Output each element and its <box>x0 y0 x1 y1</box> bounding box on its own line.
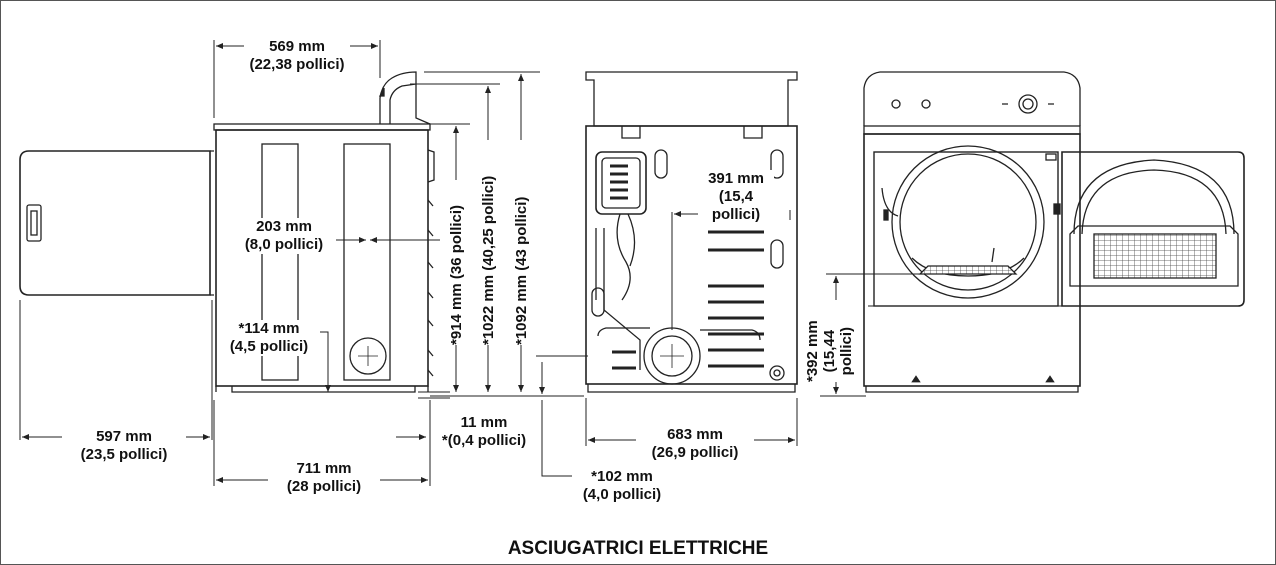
vent-height-side-in: (4,5 pollici) <box>229 338 309 355</box>
vent-center-mm: 391 mm <box>708 170 764 187</box>
door-bottom-mm: *392 mm <box>804 320 821 382</box>
door-bottom-in1: (15,44 <box>821 329 838 373</box>
door-width-mm: 597 mm <box>96 428 152 445</box>
vent-center-in1: (15,4 <box>718 188 754 205</box>
door-bottom-label: *392 mm (15,44 pollici) <box>804 320 855 382</box>
top-depth-in: (22,38 pollici) <box>249 56 345 73</box>
door-width-label: 597 mm (23,5 pollici) <box>62 428 186 464</box>
vent-offset-mm: 203 mm <box>256 218 312 235</box>
door-width-in: (23,5 pollici) <box>80 446 168 463</box>
foot-gap-label: 11 mm *(0,4 pollici) <box>432 414 536 450</box>
foot-gap-mm: 11 mm <box>460 414 508 431</box>
height-1092-label: *1092 mm (43 pollici) <box>513 196 530 345</box>
rear-width-label: 683 mm (26,9 pollici) <box>636 426 754 462</box>
height-914-label: *914 mm (36 pollici) <box>448 204 465 345</box>
top-depth-mm: 569 mm <box>269 38 325 55</box>
front-view <box>863 71 1245 393</box>
rear-width-in: (26,9 pollici) <box>651 444 739 461</box>
vent-height-side-mm: *114 mm <box>238 320 300 337</box>
rear-view <box>585 71 798 393</box>
vent-height-rear-label: *102 mm (4,0 pollici) <box>572 468 672 504</box>
diagram-caption: ASCIUGATRICI ELETTRICHE <box>507 538 769 559</box>
side-depth-label: 711 mm (28 pollici) <box>268 460 380 496</box>
vent-height-rear-in: (4,0 pollici) <box>582 486 662 503</box>
door-bottom-in2: pollici) <box>838 326 855 376</box>
side-depth-in: (28 pollici) <box>286 478 362 495</box>
rear-width-mm: 683 mm <box>667 426 723 443</box>
vent-center-in2: pollici) <box>711 206 761 223</box>
vent-height-rear-mm: *102 mm <box>591 468 653 485</box>
vent-center-label: 391 mm (15,4 pollici) <box>698 170 774 224</box>
foot-gap-in: *(0,4 pollici) <box>441 432 527 449</box>
side-depth-mm: 711 mm <box>296 460 352 477</box>
side-door <box>19 150 214 296</box>
top-depth-label: 569 mm (22,38 pollici) <box>244 38 350 74</box>
vent-offset-in: (8,0 pollici) <box>244 236 324 253</box>
side-cabinet <box>213 71 435 393</box>
vent-offset-label: 203 mm (8,0 pollici) <box>232 218 336 254</box>
vent-height-side-label: *114 mm (4,5 pollici) <box>218 320 320 356</box>
height-1022-label: *1022 mm (40,25 pollici) <box>480 175 497 345</box>
